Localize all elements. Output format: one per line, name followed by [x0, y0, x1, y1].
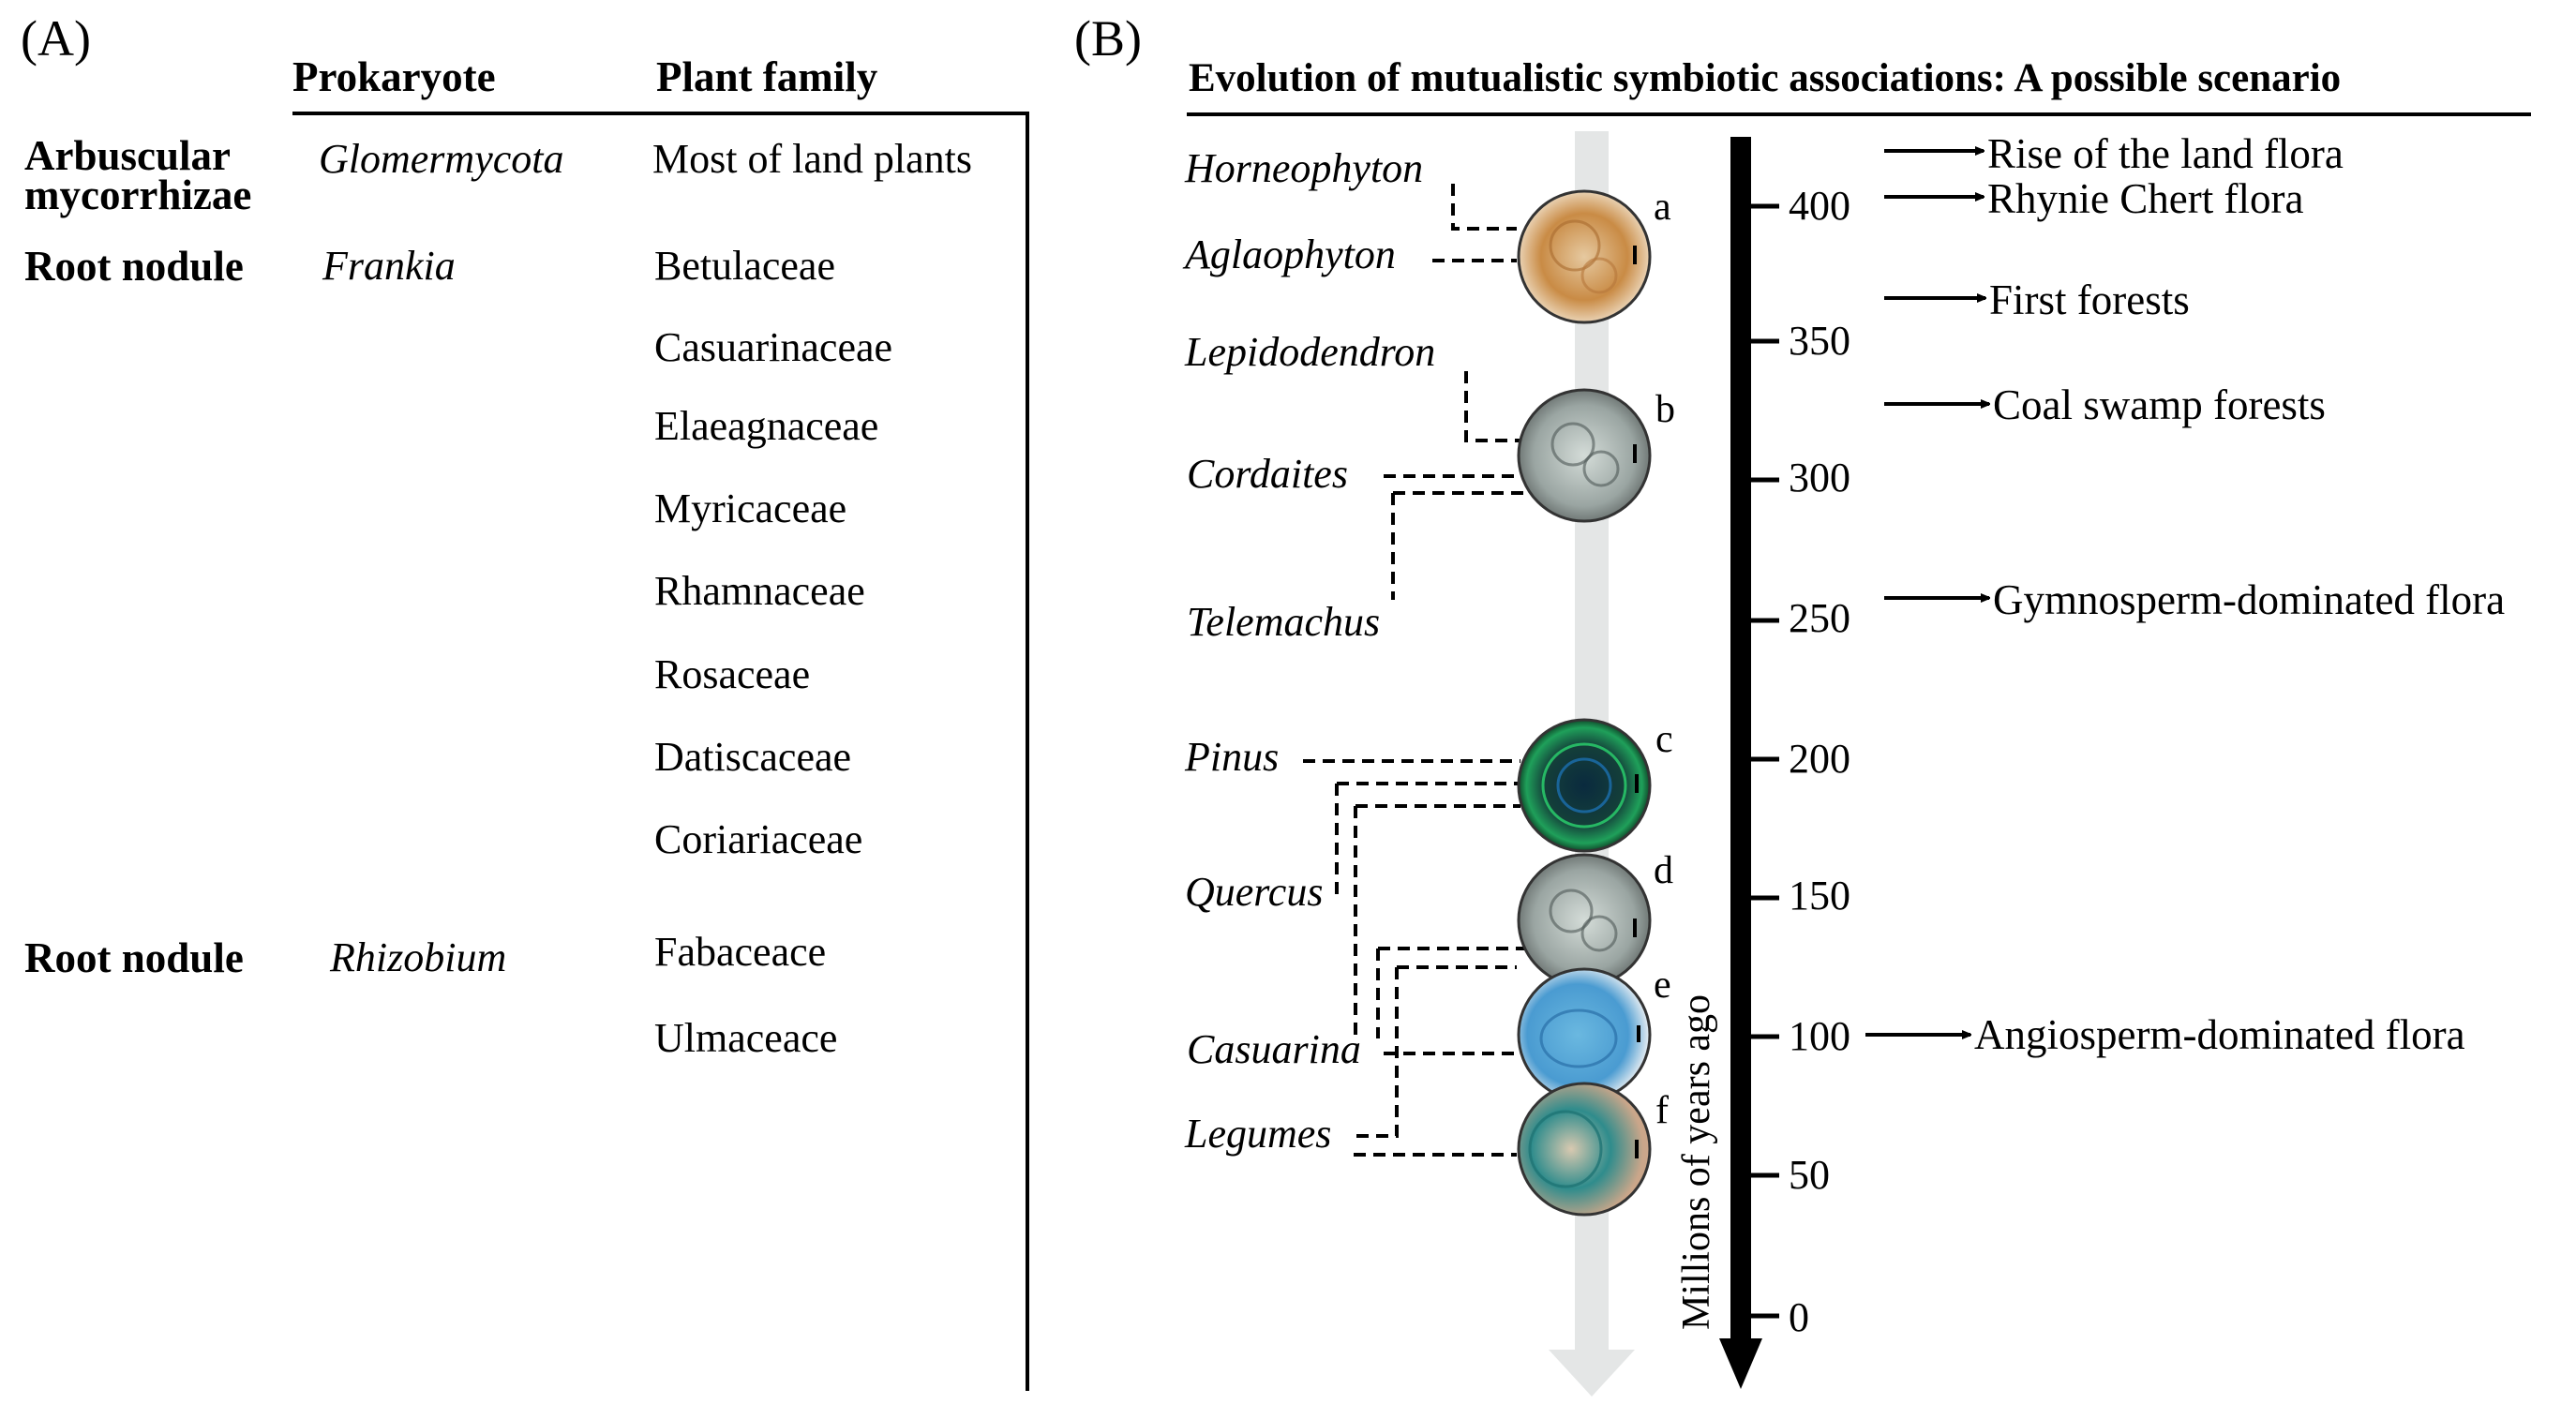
- taxon-telemachus: Telemachus: [1187, 599, 1381, 645]
- event-angiosperm: Angiosperm-dominated flora: [1974, 1011, 2465, 1058]
- header-prokaryote: Prokaryote: [292, 53, 496, 100]
- tick-label: 150: [1789, 873, 1850, 919]
- taxon-casuarina: Casuarina: [1187, 1026, 1361, 1072]
- family-item: Fabaceace: [654, 929, 827, 975]
- tick-label: 250: [1789, 595, 1850, 641]
- header-plant-family: Plant family: [656, 53, 878, 100]
- micrograph-e: [1517, 967, 1652, 1102]
- assoc-type-arbuscular-l1: Arbuscular: [24, 132, 232, 179]
- time-axis-arrowhead: [1719, 1338, 1762, 1389]
- family-item: Datiscaceae: [654, 734, 852, 780]
- scale-bars: [1633, 246, 1640, 1158]
- micrograph-images: [1517, 189, 1652, 1217]
- image-letter-d: d: [1654, 849, 1673, 892]
- panel-b-title: Evolution of mutualistic symbiotic assoc…: [1189, 56, 2342, 100]
- family-item: Casuarinaceae: [654, 324, 893, 370]
- image-letter-e: e: [1654, 963, 1671, 1007]
- event-coal-swamp: Coal swamp forests: [1993, 381, 2326, 428]
- micrograph-d: [1517, 853, 1652, 988]
- micrograph-c: [1517, 718, 1652, 853]
- family-item: Coriariaceae: [654, 816, 863, 862]
- family-item: Most of land plants: [652, 136, 972, 182]
- taxon-lepidodendron: Lepidodendron: [1185, 329, 1436, 375]
- family-item: Ulmaceace: [654, 1015, 838, 1061]
- event-rise-land-flora: Rise of the land flora: [1987, 130, 2344, 177]
- event-gymnosperm: Gymnosperm-dominated flora: [1993, 576, 2506, 623]
- assoc-type-root-nodule-rhizobium: Root nodule: [24, 934, 244, 981]
- prokaryote-glomermycota: Glomermycota: [319, 136, 564, 182]
- tick-label: 300: [1789, 455, 1850, 500]
- prokaryote-rhizobium: Rhizobium: [330, 934, 507, 980]
- family-item: Elaeagnaceae: [654, 403, 879, 449]
- family-item: Myricaceae: [654, 485, 847, 531]
- axis-ticks: [1751, 203, 1779, 1319]
- event-first-forests: First forests: [1989, 276, 2190, 323]
- micrograph-a: [1517, 189, 1652, 324]
- event-arrows: [1865, 151, 1989, 1035]
- taxon-horneophyton: Horneophyton: [1185, 145, 1424, 191]
- taxon-cordaites: Cordaites: [1187, 451, 1348, 497]
- tick-label: 200: [1789, 736, 1850, 782]
- image-letter-a: a: [1654, 186, 1671, 229]
- taxon-aglaophyton: Aglaophyton: [1185, 232, 1396, 277]
- assoc-type-arbuscular-l2: mycorrhizae: [24, 172, 252, 218]
- taxon-pinus: Pinus: [1185, 734, 1280, 780]
- micrograph-b: [1517, 388, 1652, 523]
- micrograph-f: [1517, 1082, 1652, 1217]
- family-item: Rhamnaceae: [654, 568, 865, 614]
- tick-label: 400: [1789, 183, 1850, 229]
- tick-label: 350: [1789, 318, 1850, 364]
- taxon-quercus: Quercus: [1185, 869, 1324, 915]
- event-rhynie-chert: Rhynie Chert flora: [1987, 175, 2304, 222]
- family-item: Rosaceae: [654, 651, 811, 697]
- family-item: Betulaceae: [654, 243, 835, 289]
- panel-b-label: (B): [1074, 10, 1142, 67]
- image-letter-b: b: [1655, 388, 1675, 431]
- taxon-legumes: Legumes: [1185, 1111, 1332, 1157]
- time-axis-shaft: [1730, 137, 1751, 1346]
- tick-label: 50: [1789, 1152, 1830, 1198]
- prokaryote-frankia: Frankia: [322, 243, 456, 289]
- image-letter-f: f: [1655, 1089, 1669, 1132]
- tick-label: 100: [1789, 1013, 1850, 1059]
- taxon-connectors: [1303, 184, 1526, 1157]
- image-letter-c: c: [1655, 718, 1673, 761]
- assoc-type-root-nodule-frankia: Root nodule: [24, 243, 244, 290]
- grey-time-arrow-head: [1549, 1350, 1635, 1397]
- tick-label: 0: [1789, 1294, 1809, 1340]
- panel-a-label: (A): [21, 10, 91, 67]
- micrograph-texture: [1528, 219, 1627, 1188]
